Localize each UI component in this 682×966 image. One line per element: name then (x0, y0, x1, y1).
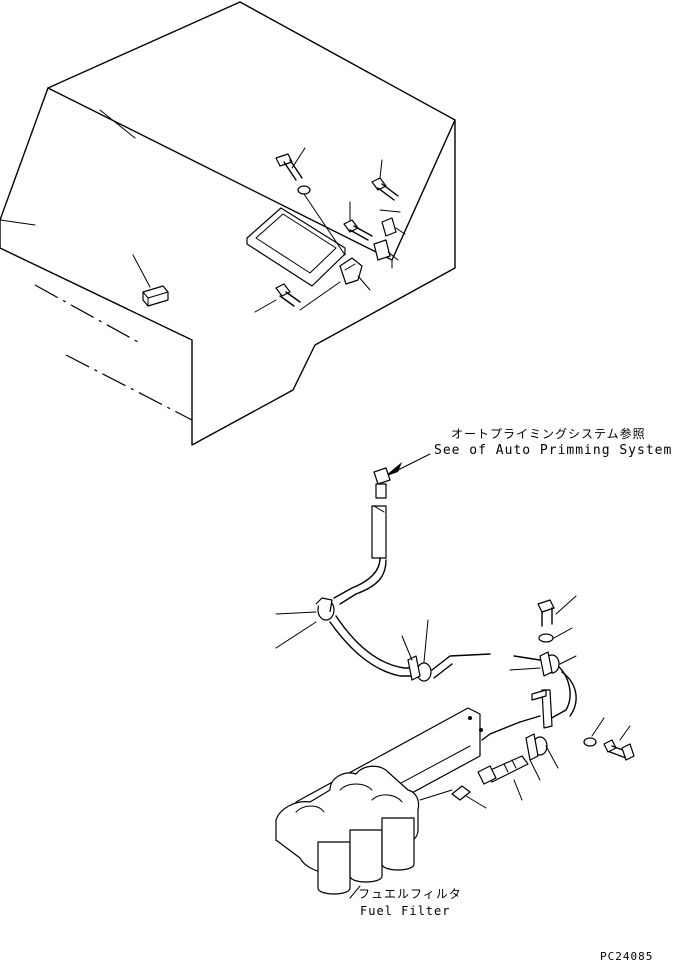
fuel-hose (329, 505, 577, 741)
clamp-upper-2 (373, 239, 399, 261)
clamp-upper-1 (379, 209, 406, 237)
fitting-top (373, 467, 391, 499)
union-nut (525, 733, 559, 781)
fuel-filter-label-ja: フュエルフィルタ (358, 887, 462, 901)
bolt-right-1 (537, 595, 577, 627)
washer-right (538, 627, 573, 643)
hose-clamp-1 (275, 597, 335, 649)
bolt-right-2 (583, 717, 635, 761)
bolt-upper-3 (343, 201, 373, 241)
switch-part (132, 254, 169, 307)
fuel-filter-body (275, 765, 420, 899)
bolt-upper-1 (275, 147, 306, 181)
controller-plate (246, 207, 346, 287)
auto-priming-label-ja: オートプライミングシステム参照 (451, 427, 646, 441)
washer-upper (297, 185, 346, 256)
hose-clamp-2 (401, 619, 432, 682)
bolt-upper-2 (371, 159, 399, 201)
bolt-upper-4 (254, 283, 301, 313)
fuel-filter-label-en: Fuel Filter (360, 904, 451, 918)
drawing-number: PC24085 (600, 950, 654, 963)
hose-union (477, 755, 529, 801)
plug-fitting (419, 785, 487, 809)
connector-upper (299, 257, 371, 311)
auto-priming-label-en: See of Auto Primming System (434, 443, 673, 458)
housing-outline (0, 1, 456, 446)
hose-clamp-3 (509, 651, 577, 677)
reference-arrow (384, 453, 431, 477)
bracket-strip (531, 689, 553, 729)
